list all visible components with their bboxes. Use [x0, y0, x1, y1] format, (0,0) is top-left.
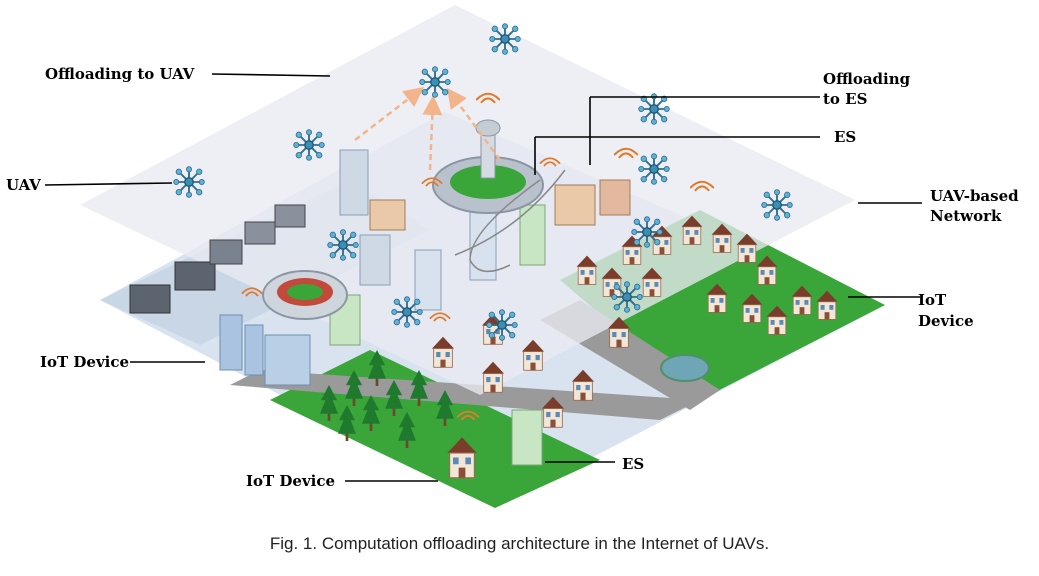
label-offloading-to-es-1: Offloading	[823, 70, 911, 88]
label-iot-device-bottom: IoT Device	[246, 472, 336, 490]
label-offloading-to-uav: Offloading to UAV	[45, 65, 195, 83]
building-icon	[599, 179, 631, 216]
label-uav: UAV	[6, 176, 41, 194]
label-iot-device-right-2: Device	[918, 312, 974, 330]
label-iot-device-right-1: IoT	[918, 291, 947, 309]
building-icon	[511, 409, 543, 466]
drone-icon	[172, 165, 206, 199]
building-icon	[554, 184, 596, 226]
building-icon	[129, 284, 171, 314]
building-icon	[519, 204, 546, 266]
drone-icon	[485, 308, 519, 342]
building-icon	[339, 149, 369, 216]
label-offloading-to-es-2: to ES	[823, 90, 868, 108]
building-icon	[264, 334, 311, 386]
drone-icon	[390, 295, 424, 329]
drone-icon	[637, 152, 671, 186]
drone-icon	[292, 128, 326, 162]
building-icon	[174, 261, 216, 291]
building-icon	[209, 239, 243, 265]
building-icon	[369, 199, 406, 231]
drone-icon	[326, 228, 360, 262]
building-icon	[219, 314, 243, 371]
drone-icon	[418, 65, 452, 99]
label-uav-network-2: Network	[930, 207, 1002, 225]
drone-icon	[760, 188, 794, 222]
drone-icon	[630, 215, 664, 249]
building-icon	[359, 234, 391, 286]
label-iot-device-left: IoT Device	[40, 353, 130, 371]
label-uav-network-1: UAV-based	[930, 187, 1019, 205]
leader-lines	[44, 73, 922, 482]
building-icon	[244, 221, 276, 245]
stadium-icon	[262, 270, 348, 320]
drone-icon	[610, 280, 644, 314]
pond	[660, 354, 710, 382]
drone-icon	[637, 92, 671, 126]
building-icon	[244, 324, 264, 376]
figure-caption: Fig. 1. Computation offloading architect…	[269, 534, 770, 553]
building-icon	[274, 204, 306, 228]
offloading-arrows	[354, 86, 502, 171]
es-offloading-curves	[454, 169, 566, 273]
drone-icon	[488, 22, 522, 56]
label-es-top: ES	[834, 128, 857, 146]
label-es-bottom: ES	[622, 455, 645, 473]
